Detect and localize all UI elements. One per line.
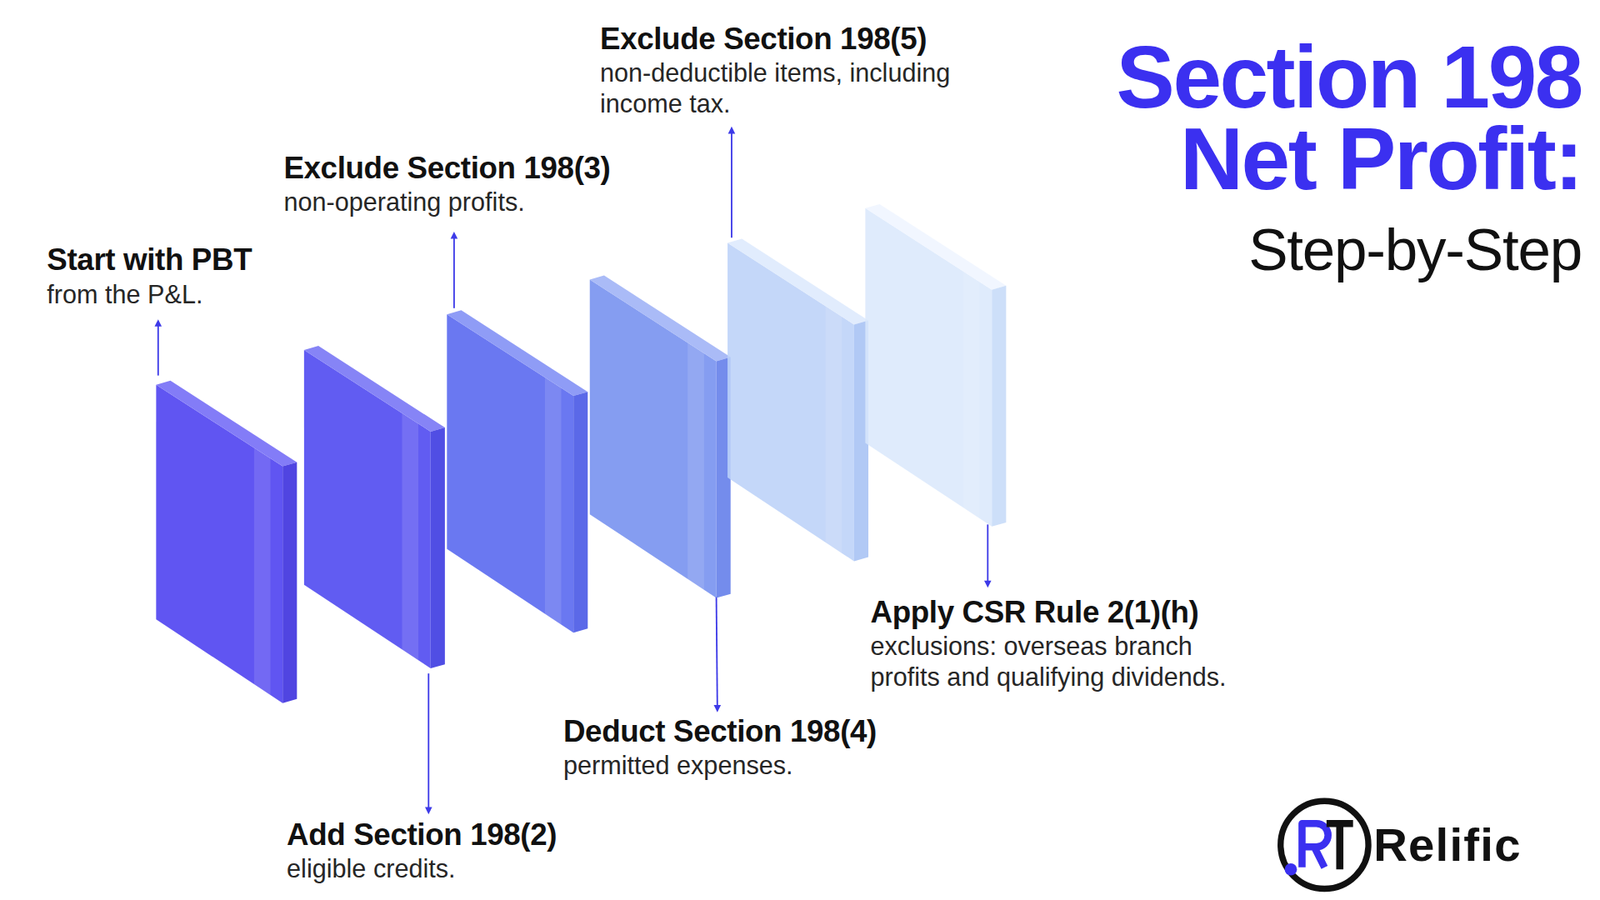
panel-top-edge bbox=[590, 275, 731, 362]
glass-panel: Deduct Section 198(4)permitted expenses. bbox=[590, 273, 733, 600]
step-description: eligible credits. bbox=[286, 853, 593, 885]
panel-reflection bbox=[963, 271, 980, 519]
arrowhead bbox=[155, 319, 163, 327]
arrowhead bbox=[425, 807, 433, 815]
panel-reflection bbox=[254, 448, 271, 695]
step-description: permitted expenses. bbox=[563, 750, 890, 781]
logo-t bbox=[1326, 823, 1354, 870]
panel-reflection bbox=[545, 377, 562, 625]
panel-front bbox=[590, 280, 717, 599]
step-callout: Add Section 198(2)eligible credits. bbox=[286, 816, 593, 885]
panel-shape bbox=[727, 236, 870, 564]
step-description: exclusions: overseas branch profits and … bbox=[870, 630, 1248, 692]
step-heading: Exclude Section 198(3) bbox=[283, 150, 610, 187]
leader-line bbox=[453, 236, 455, 309]
glass-panel: Exclude Section 198(5)non-deductible ite… bbox=[727, 236, 870, 564]
leader-line bbox=[716, 596, 718, 707]
diagram-title: Section 198 Net Profit: bbox=[1091, 35, 1582, 200]
panel-side-edge bbox=[573, 391, 588, 633]
glass-panel: Exclude Section 198(3)non-operating prof… bbox=[446, 308, 590, 635]
step-callout: Start with PBTfrom the P&L. bbox=[46, 241, 353, 310]
panel-front bbox=[727, 242, 855, 561]
glass-panel: Add Section 198(2)eligible credits. bbox=[304, 344, 447, 671]
logo-dot bbox=[1285, 863, 1298, 876]
brand-name: Relific bbox=[1373, 816, 1522, 875]
panel-side-edge bbox=[430, 427, 445, 669]
step-callout: Deduct Section 198(4)permitted expenses. bbox=[563, 713, 890, 781]
panel-shape bbox=[865, 201, 1008, 529]
step-description: from the P&L. bbox=[46, 278, 353, 310]
panel-side-edge bbox=[991, 285, 1006, 527]
panel-shape bbox=[590, 273, 733, 600]
panel-top-edge bbox=[727, 239, 869, 325]
arrowhead bbox=[728, 126, 736, 135]
step-heading: Apply CSR Rule 2(1)(h) bbox=[870, 594, 1248, 631]
arrowhead bbox=[450, 231, 459, 240]
step-description: non-deductible items, including income t… bbox=[600, 57, 978, 119]
step-heading: Start with PBT bbox=[46, 241, 353, 279]
leader-line bbox=[427, 673, 430, 810]
step-description: non-operating profits. bbox=[283, 186, 610, 218]
arrowhead bbox=[714, 705, 722, 713]
step-callout: Exclude Section 198(3)non-operating prof… bbox=[283, 150, 610, 218]
panel-reflection bbox=[825, 305, 843, 553]
panel-top-edge bbox=[446, 310, 588, 396]
step-heading: Exclude Section 198(5) bbox=[600, 20, 978, 57]
panel-shape bbox=[446, 308, 590, 635]
logo-ring bbox=[1280, 800, 1369, 889]
panel-reflection bbox=[401, 413, 419, 660]
leader-line bbox=[986, 524, 989, 583]
step-callout: Apply CSR Rule 2(1)(h)exclusions: overse… bbox=[870, 594, 1248, 693]
leader-line bbox=[730, 131, 733, 238]
glass-panel: Start with PBTfrom the P&L. bbox=[155, 378, 299, 705]
panel-reflection bbox=[687, 342, 705, 590]
panel-front bbox=[865, 208, 992, 527]
panel-side-edge bbox=[282, 462, 297, 704]
subtitle: Step-by-Step bbox=[1248, 217, 1582, 283]
panel-front bbox=[446, 314, 574, 633]
step-heading: Add Section 198(2) bbox=[286, 816, 593, 854]
panel-shape bbox=[155, 378, 299, 705]
panel-top-edge bbox=[155, 380, 297, 467]
panel-front bbox=[304, 350, 431, 669]
panel-shape bbox=[304, 344, 447, 671]
panel-top-edge bbox=[304, 345, 445, 432]
step-callout: Exclude Section 198(5)non-deductible ite… bbox=[600, 20, 978, 119]
panel-top-edge bbox=[865, 204, 1006, 290]
leader-line bbox=[157, 324, 160, 375]
glass-panel: Apply CSR Rule 2(1)(h)exclusions: overse… bbox=[865, 201, 1008, 529]
step-heading: Deduct Section 198(4) bbox=[563, 713, 890, 750]
arrowhead bbox=[984, 580, 992, 589]
logo-r bbox=[1301, 823, 1328, 868]
panel-front bbox=[155, 385, 283, 704]
